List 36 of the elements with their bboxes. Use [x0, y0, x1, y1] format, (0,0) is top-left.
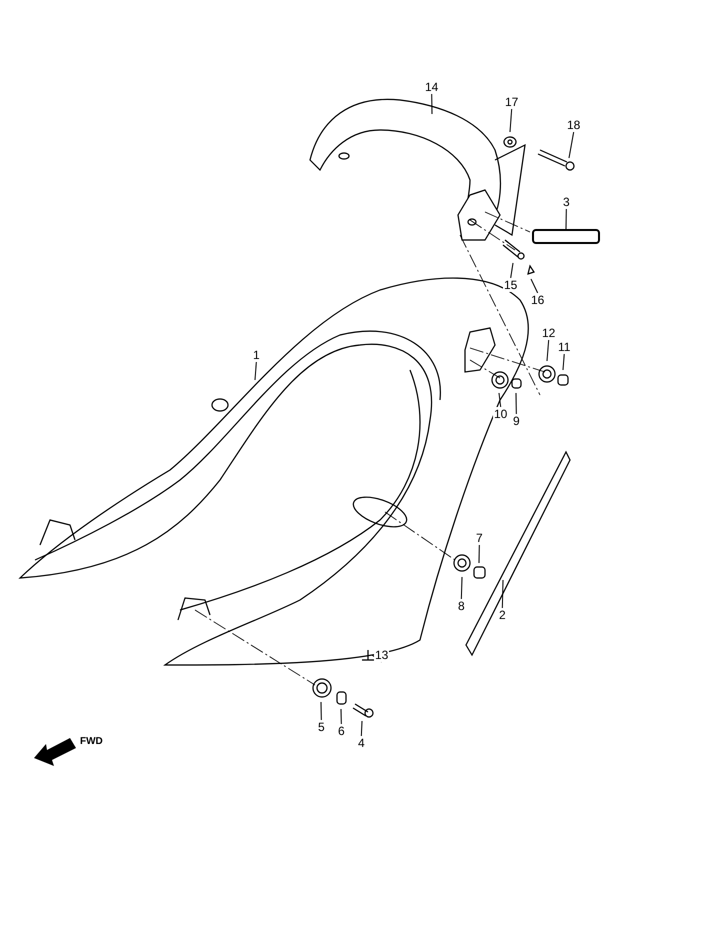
callout-number: 8 [457, 599, 466, 613]
callout-number: 10 [493, 407, 508, 421]
leader-line [340, 708, 342, 724]
callout-number: 1 [252, 348, 261, 362]
callout-number: 9 [512, 414, 521, 428]
callout-number: 4 [357, 736, 366, 750]
callout-number: 2 [498, 608, 507, 622]
leader-line [431, 94, 432, 114]
leader-line [460, 576, 462, 600]
leader-line [360, 720, 362, 736]
direction-label: FWD [80, 736, 103, 747]
leader-line [254, 362, 257, 380]
leader-line [568, 132, 574, 158]
callout-number: 15 [503, 278, 518, 292]
leader-line [510, 108, 512, 132]
leader-line [478, 544, 480, 564]
callout-number: 3 [562, 195, 571, 209]
leader-line [562, 354, 565, 370]
callout-number: 17 [504, 95, 520, 109]
callout-number: 13 [374, 648, 390, 662]
callout-number: 14 [424, 80, 440, 94]
leader-line [546, 340, 550, 362]
leader-line [320, 702, 322, 720]
leader-line [510, 262, 514, 278]
leader-line [566, 208, 567, 230]
callout-number: 6 [337, 724, 346, 738]
callout-number: 11 [557, 340, 572, 354]
leader-line [498, 392, 502, 408]
leader-line [516, 392, 517, 414]
callout-number: 16 [530, 293, 546, 307]
callout-number: 5 [317, 720, 326, 734]
callout-number: 7 [475, 531, 484, 545]
callout-number: 12 [541, 326, 556, 340]
leader-line [502, 580, 504, 608]
callout-number: 18 [566, 118, 582, 132]
leader-line [530, 278, 538, 294]
